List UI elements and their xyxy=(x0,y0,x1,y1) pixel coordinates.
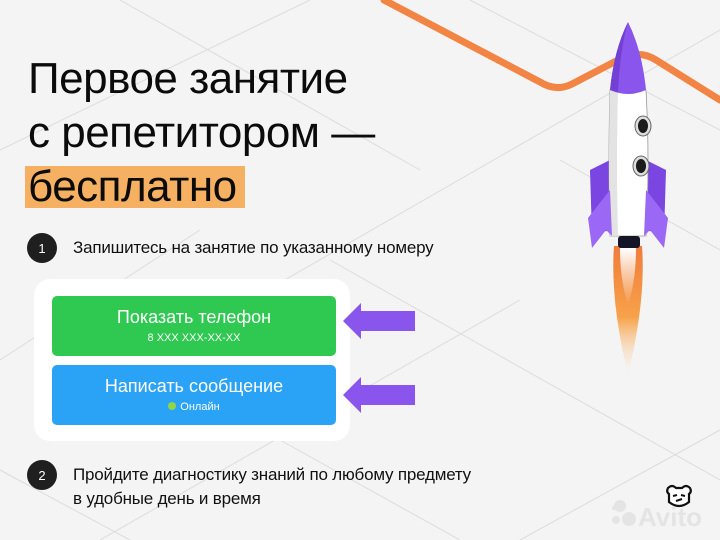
show-phone-label: Показать телефон xyxy=(116,307,272,327)
avito-wordmark: Avito xyxy=(638,502,702,530)
page-title: Первое занятие с репетитором — бесплатно xyxy=(25,52,375,214)
step-text: Пройдите диагностику знаний по любому пр… xyxy=(73,460,471,511)
title-line-2: с репетитором — xyxy=(28,108,375,157)
avito-logo: Avito xyxy=(612,484,702,530)
step-1: 1 Запишитесь на занятие по указанному но… xyxy=(27,233,434,263)
contact-card: Показать телефон 8 XXX XXX-XX-XX Написат… xyxy=(34,279,350,441)
step-number-badge: 1 xyxy=(27,233,57,263)
step-text: Запишитесь на занятие по указанному номе… xyxy=(73,238,434,257)
arrow-left-icon xyxy=(343,303,415,339)
trajectory-line xyxy=(380,0,720,104)
write-message-label: Написать сообщение xyxy=(104,376,284,396)
step-text-line-1: Пройдите диагностику знаний по любому пр… xyxy=(73,465,471,484)
write-message-button[interactable]: Написать сообщение Онлайн xyxy=(52,365,336,425)
bear-icon xyxy=(666,484,692,508)
show-phone-button[interactable]: Показать телефон 8 XXX XXX-XX-XX xyxy=(52,296,336,356)
online-status-text: Онлайн xyxy=(180,401,220,413)
step-number-badge: 2 xyxy=(27,460,57,490)
phone-number: 8 XXX XXX-XX-XX xyxy=(147,332,241,344)
rocket-icon xyxy=(588,22,668,375)
step-2: 2 Пройдите диагностику знаний по любому … xyxy=(27,460,471,511)
online-status: Онлайн xyxy=(52,399,336,415)
avito-dots-icon xyxy=(612,500,636,526)
arrow-left-icon xyxy=(343,377,415,413)
online-dot-icon xyxy=(168,402,177,410)
step-text-line-2: в удобные день и время xyxy=(73,489,261,508)
title-highlight: бесплатно xyxy=(25,165,245,209)
title-line-1: Первое занятие xyxy=(28,54,348,103)
